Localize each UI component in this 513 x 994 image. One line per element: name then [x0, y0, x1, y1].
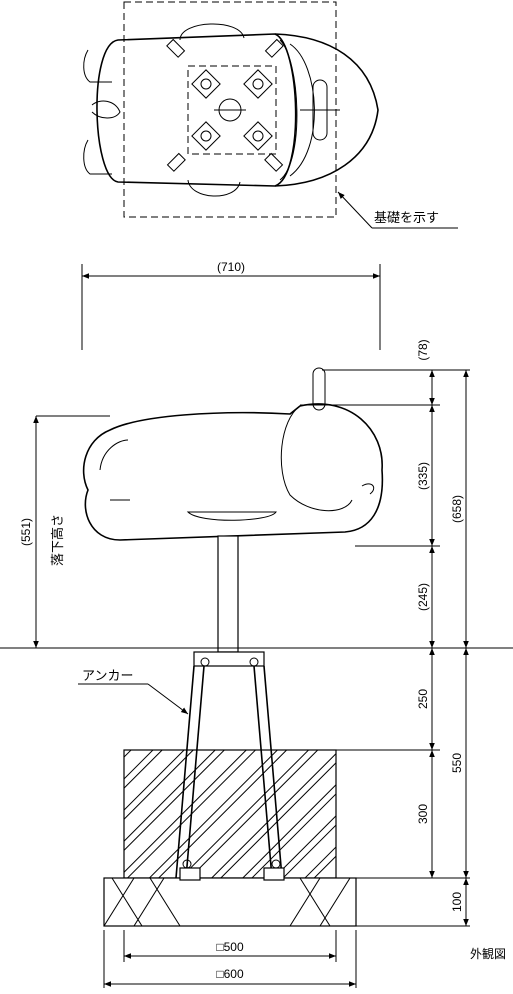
dim-base-thickness: 100 [450, 892, 464, 912]
top-view: 基礎を示す [83, 1, 458, 229]
dim-width-overall: (710) [217, 260, 245, 274]
foundation-note-label: 基礎を示す [374, 210, 439, 225]
dim-square-500: □500 [216, 940, 244, 954]
dim-below-ground: 550 [450, 753, 464, 773]
elephant-head-top [274, 33, 379, 187]
foundation-block [123, 749, 337, 879]
anchor-frame [175, 665, 285, 881]
dim-body-height: (335) [416, 462, 430, 490]
elephant-body-side [82, 403, 384, 541]
base-slab [103, 877, 357, 927]
corner-caption: 外観図 [470, 947, 506, 961]
footrest-side [186, 511, 277, 521]
elephant-body-top [96, 33, 297, 187]
dim-fall-height: (551) [19, 518, 33, 546]
dim-seat-height: (245) [416, 583, 430, 611]
dim-post-above: 250 [416, 689, 430, 709]
post-side [217, 535, 239, 653]
dim-total-height: (658) [450, 495, 464, 523]
dim-handle-top: (78) [416, 339, 430, 360]
anchor-label: アンカー [82, 668, 133, 683]
side-view: (710) [0, 260, 513, 988]
anchor-bolts-top [191, 69, 273, 151]
handle-side [312, 367, 326, 411]
dim-foundation-depth: 300 [416, 804, 430, 824]
dim-square-600: □600 [216, 967, 244, 981]
fall-height-label: 落下高さ [50, 514, 65, 566]
